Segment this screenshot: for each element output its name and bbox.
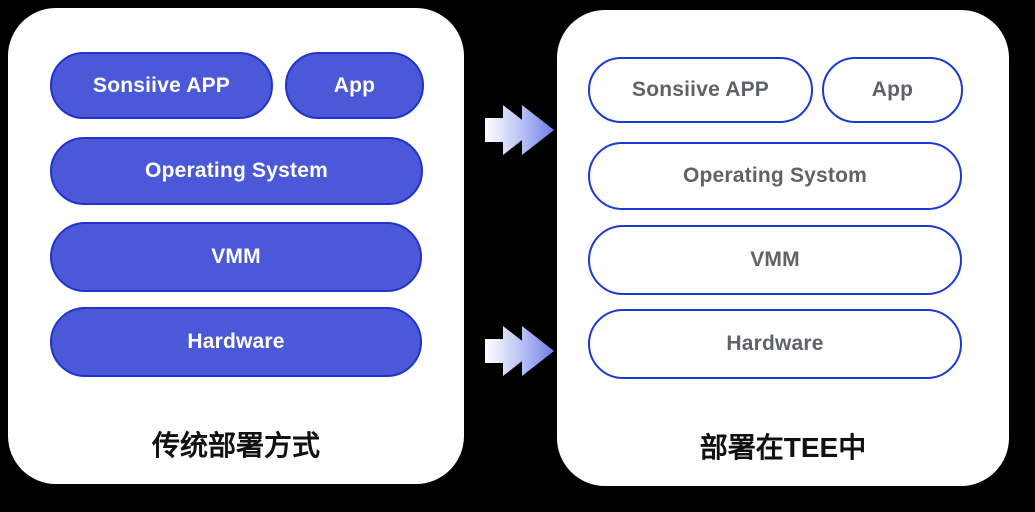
left-block-hardware: Hardware: [50, 307, 422, 377]
double-arrow-right-icon: [485, 105, 554, 155]
double-arrow-right-icon: [485, 326, 554, 376]
left-block-operating-system: Operating System: [50, 137, 423, 205]
right-block-operating-system: Operating Systom: [588, 142, 962, 210]
left-block-vmm: VMM: [50, 222, 422, 292]
left-block-sonsiive-app: Sonsiive APP: [50, 52, 273, 119]
left-panel-caption: 传统部署方式: [151, 430, 320, 461]
right-block-hardware: Hardware: [588, 309, 962, 379]
left-block-app: App: [285, 52, 424, 119]
right-block-vmm: VMM: [588, 225, 962, 295]
right-panel-caption: 部署在TEE中: [699, 432, 867, 463]
right-block-sonsiive-app: Sonsiive APP: [588, 57, 813, 123]
right-block-app: App: [822, 57, 963, 123]
